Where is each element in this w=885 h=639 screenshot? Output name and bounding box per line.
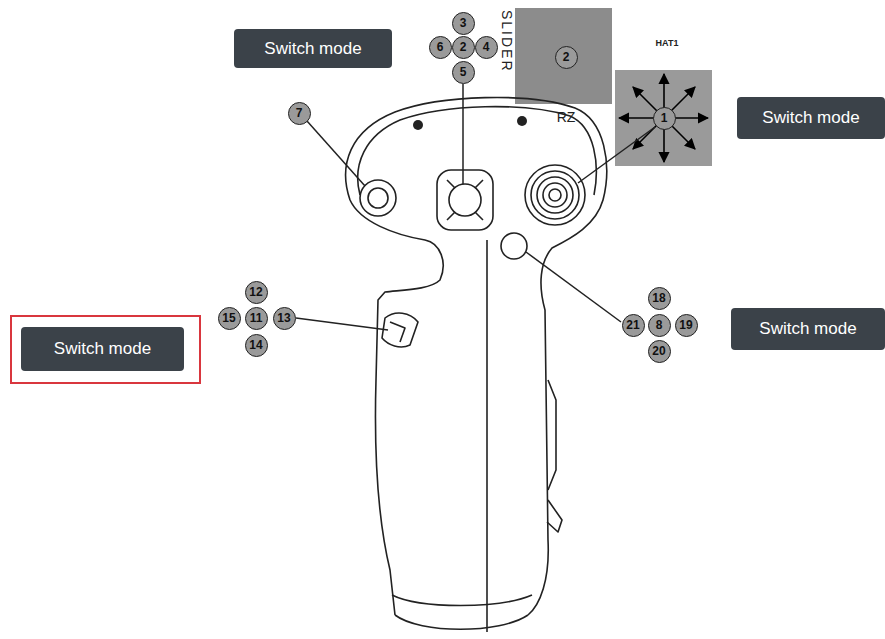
callout-text: 6	[437, 41, 444, 53]
callout-number: 4	[475, 36, 498, 59]
callout-text: 20	[652, 345, 665, 357]
switch-mode-button: Switch mode	[21, 327, 184, 371]
callout-text: 2	[563, 51, 570, 63]
callout-number: 18	[648, 287, 671, 310]
callout-number: 3	[452, 12, 475, 35]
label-text: HAT1	[656, 38, 679, 48]
callout-number: 13	[273, 307, 296, 330]
highlight-frame	[11, 316, 200, 383]
label-text: RZ	[557, 109, 576, 125]
hat-label: HAT1	[656, 39, 679, 49]
switch-mode-button: Switch mode	[731, 308, 885, 350]
slider-square	[515, 8, 612, 104]
callout-text: 5	[460, 66, 467, 78]
callout-text: 13	[277, 312, 290, 324]
callout-number: 7	[288, 102, 311, 125]
callout-text: 18	[652, 292, 665, 304]
callout-text: 7	[296, 107, 303, 119]
callout-text: 12	[249, 286, 262, 298]
label-text: SLIDER	[499, 10, 515, 73]
callout-number: 2	[452, 36, 475, 59]
callout-number: 20	[648, 340, 671, 363]
button-text: Switch mode	[759, 319, 856, 339]
callout-text: 19	[679, 319, 692, 331]
button-text: Switch mode	[264, 39, 361, 59]
callout-number: 19	[675, 314, 698, 337]
callout-number: 21	[622, 314, 645, 337]
callout-text: 2	[460, 41, 467, 53]
callout-text: 8	[656, 319, 663, 331]
callout-number: 15	[218, 307, 241, 330]
callout-text: 11	[250, 312, 263, 324]
callout-number: 2	[555, 46, 578, 69]
callout-text: 3	[460, 17, 467, 29]
callout-text: 14	[249, 339, 262, 351]
callout-number: 14	[245, 334, 268, 357]
callout-number: 8	[648, 314, 671, 337]
callout-number: 6	[429, 36, 452, 59]
switch-mode-button: Switch mode	[234, 29, 392, 68]
callout-text: 4	[483, 41, 490, 53]
callout-text: 1	[661, 112, 668, 124]
callout-number: 5	[452, 61, 475, 84]
callout-text: 21	[626, 319, 639, 331]
button-text: Switch mode	[54, 339, 151, 359]
callout-number: 11	[245, 307, 268, 330]
callout-number: 1	[653, 107, 676, 130]
joystick-outline	[346, 97, 607, 632]
switch-mode-button: Switch mode	[737, 97, 885, 139]
slider-label: SLIDER	[499, 10, 514, 73]
callout-text: 15	[222, 312, 235, 324]
screw-dots	[413, 116, 527, 130]
leader-line	[296, 84, 655, 330]
axis-label: RZ	[557, 110, 576, 125]
button-text: Switch mode	[762, 108, 859, 128]
callout-number: 12	[245, 281, 268, 304]
hat-square	[615, 70, 712, 166]
